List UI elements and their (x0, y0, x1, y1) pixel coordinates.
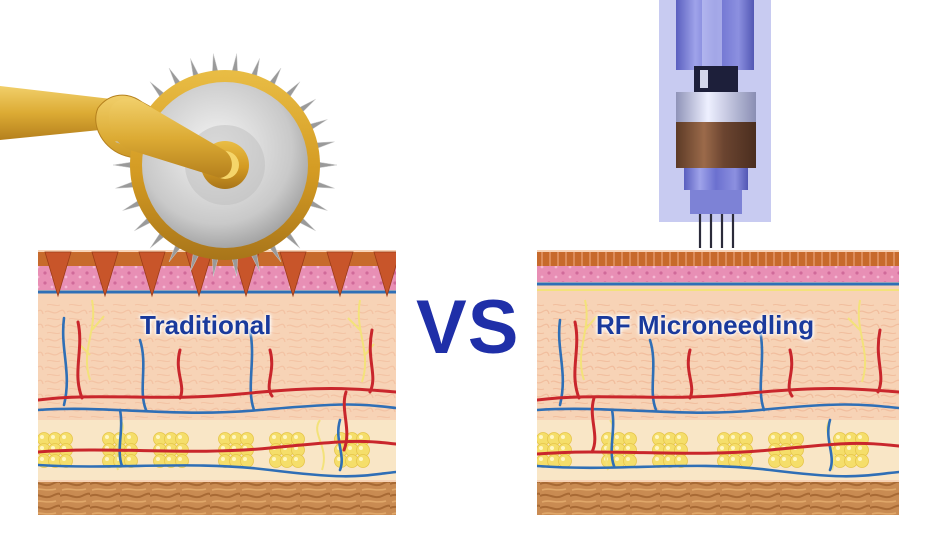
vs-label: VS (416, 285, 520, 370)
derma-roller-icon (0, 53, 338, 277)
traditional-label: Traditional (140, 310, 272, 340)
rf-microneedling-label: RF Microneedling (596, 310, 815, 340)
microneedle-pen-icon (659, 0, 771, 248)
right-skin-cross-section (537, 250, 899, 515)
left-skin-cross-section (38, 250, 396, 515)
